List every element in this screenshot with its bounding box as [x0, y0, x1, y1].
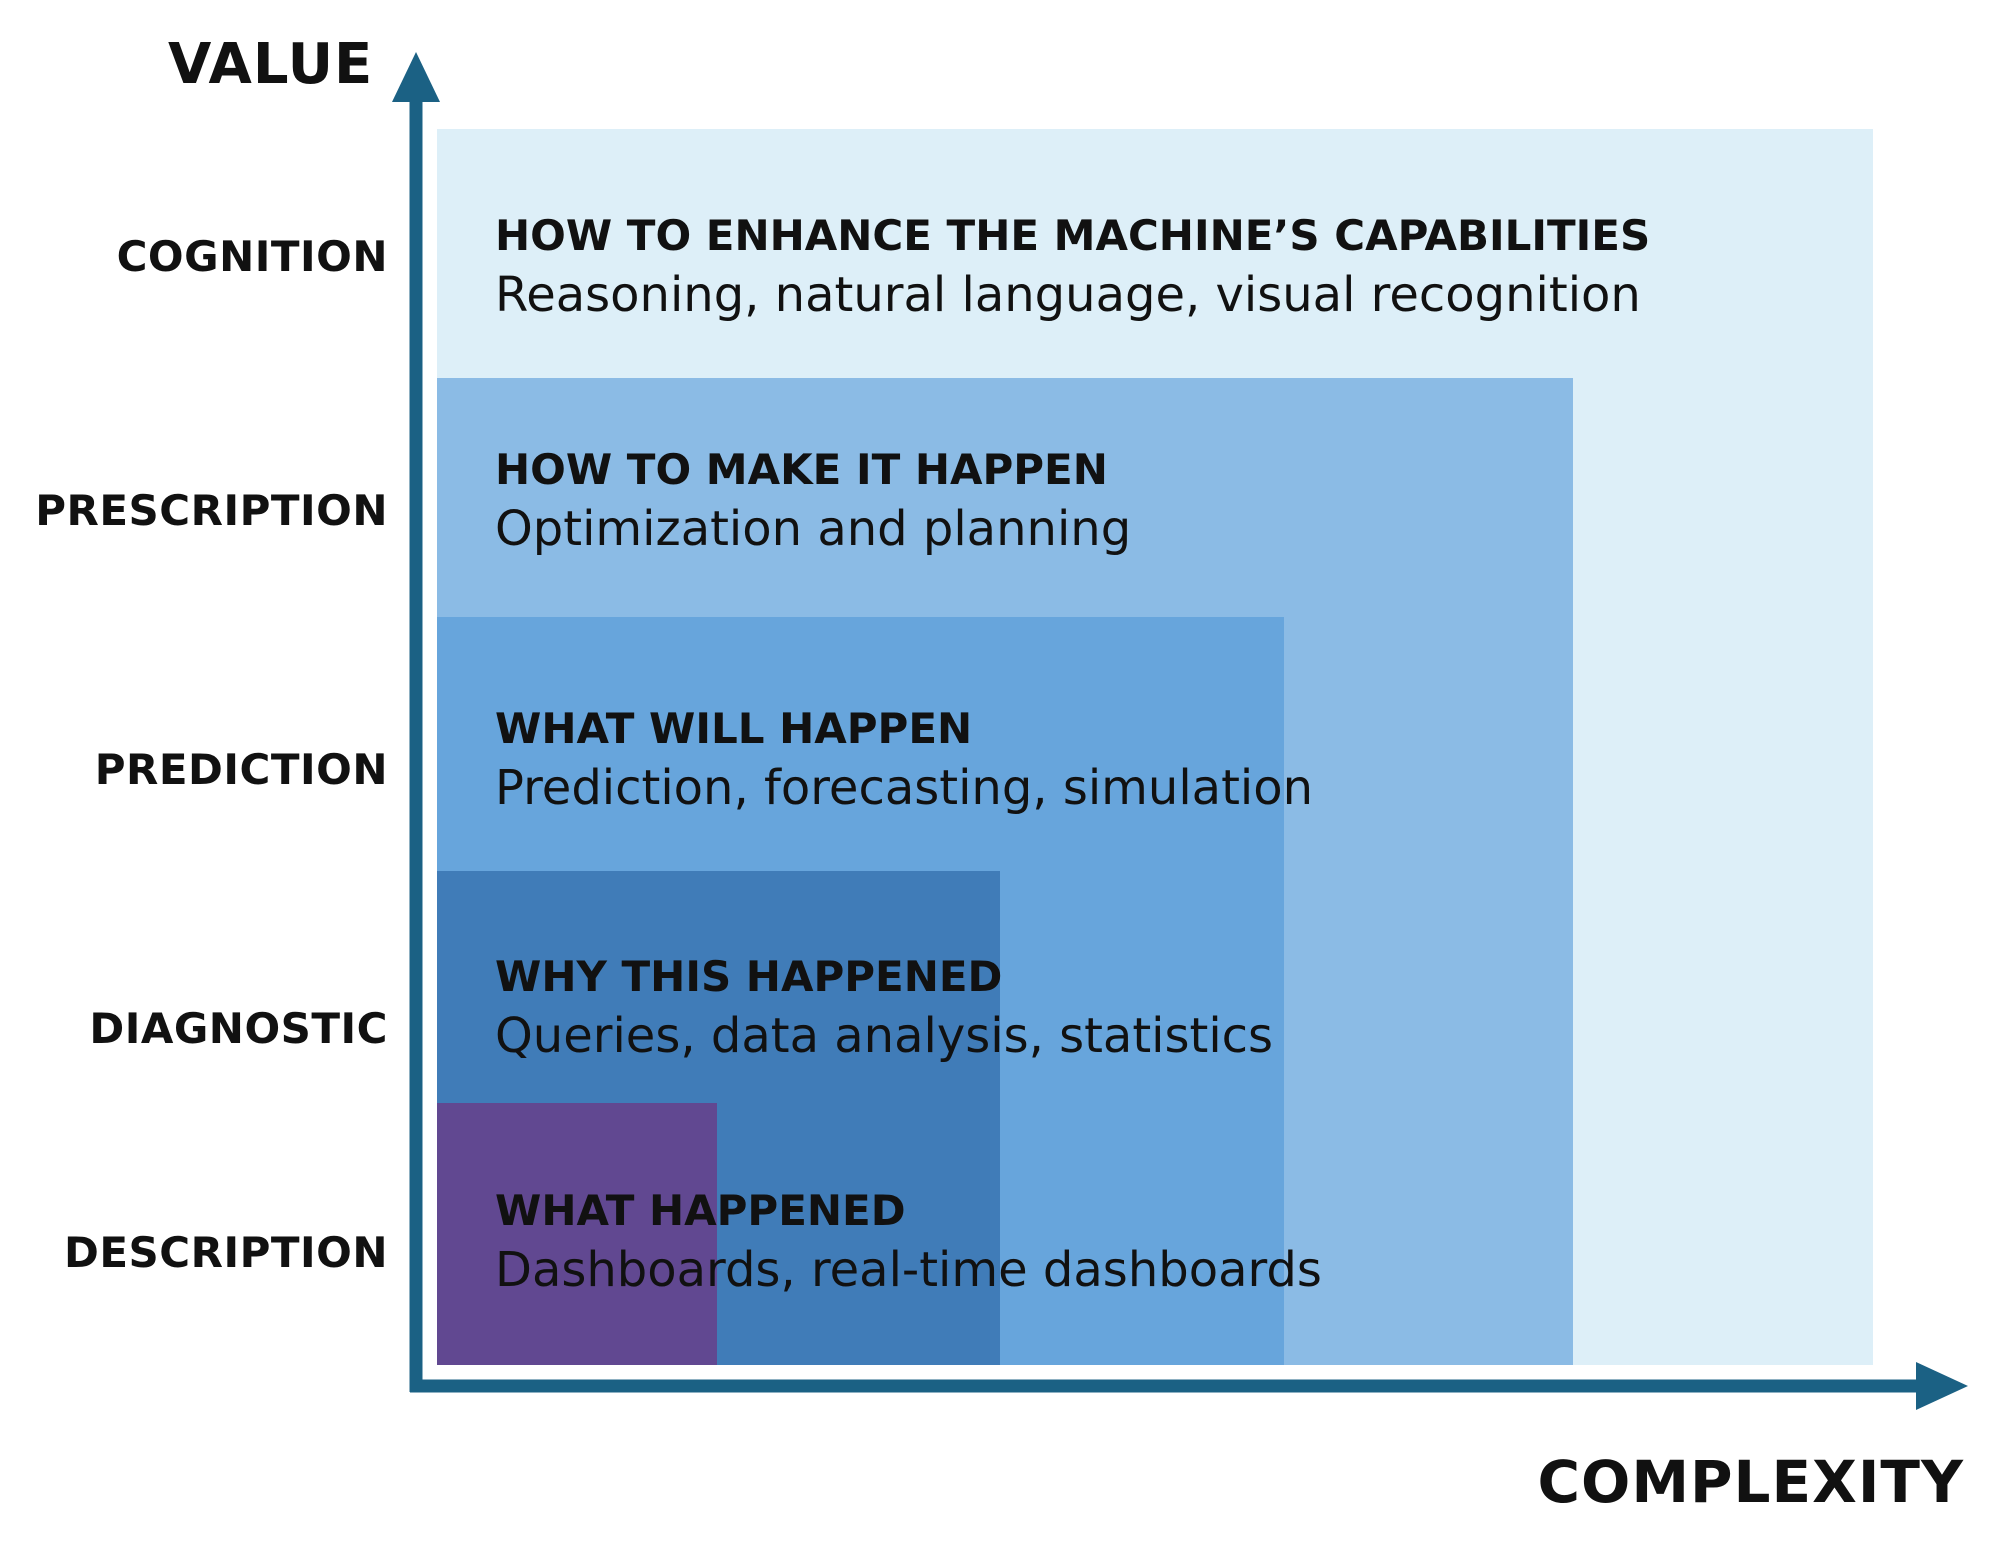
band-text-diagnostic: WHY THIS HAPPENED Queries, data analysis…	[495, 951, 1273, 1069]
band-text-cognition: HOW TO ENHANCE THE MACHINE’S CAPABILITIE…	[495, 210, 1650, 328]
band-text-prescription: HOW TO MAKE IT HAPPEN Optimization and p…	[495, 444, 1131, 562]
level-label-prediction: PREDICTION	[94, 745, 388, 794]
band-text-description: WHAT HAPPENED Dashboards, real-time dash…	[495, 1185, 1322, 1303]
band-heading-cognition: HOW TO ENHANCE THE MACHINE’S CAPABILITIE…	[495, 211, 1651, 260]
y-axis-title: VALUE	[168, 32, 374, 97]
level-label-diagnostic: DIAGNOSTIC	[89, 1004, 388, 1053]
band-description-prediction: Prediction, forecasting, simulation	[495, 760, 1314, 816]
band-description	[437, 1103, 717, 1365]
band-description-prescription: Optimization and planning	[495, 501, 1132, 557]
level-label-prescription: PRESCRIPTION	[35, 486, 388, 535]
band-heading-prescription: HOW TO MAKE IT HAPPEN	[495, 445, 1108, 494]
band-heading-description: WHAT HAPPENED	[495, 1186, 906, 1235]
band-heading-prediction: WHAT WILL HAPPEN	[495, 704, 973, 753]
level-label-description: DESCRIPTION	[63, 1228, 388, 1277]
y-axis-arrowhead	[392, 52, 440, 102]
band-description-description: Dashboards, real-time dashboards	[495, 1242, 1322, 1298]
band-text-prediction: WHAT WILL HAPPEN Prediction, forecasting…	[495, 703, 1313, 821]
band-heading-diagnostic: WHY THIS HAPPENED	[495, 952, 1003, 1001]
band-description-diagnostic: Queries, data analysis, statistics	[495, 1008, 1274, 1064]
band-description-cognition: Reasoning, natural language, visual reco…	[495, 267, 1641, 323]
level-label-cognition: COGNITION	[116, 232, 388, 281]
x-axis-arrowhead	[1916, 1362, 1968, 1410]
x-axis-title: COMPLEXITY	[1537, 1448, 1964, 1516]
